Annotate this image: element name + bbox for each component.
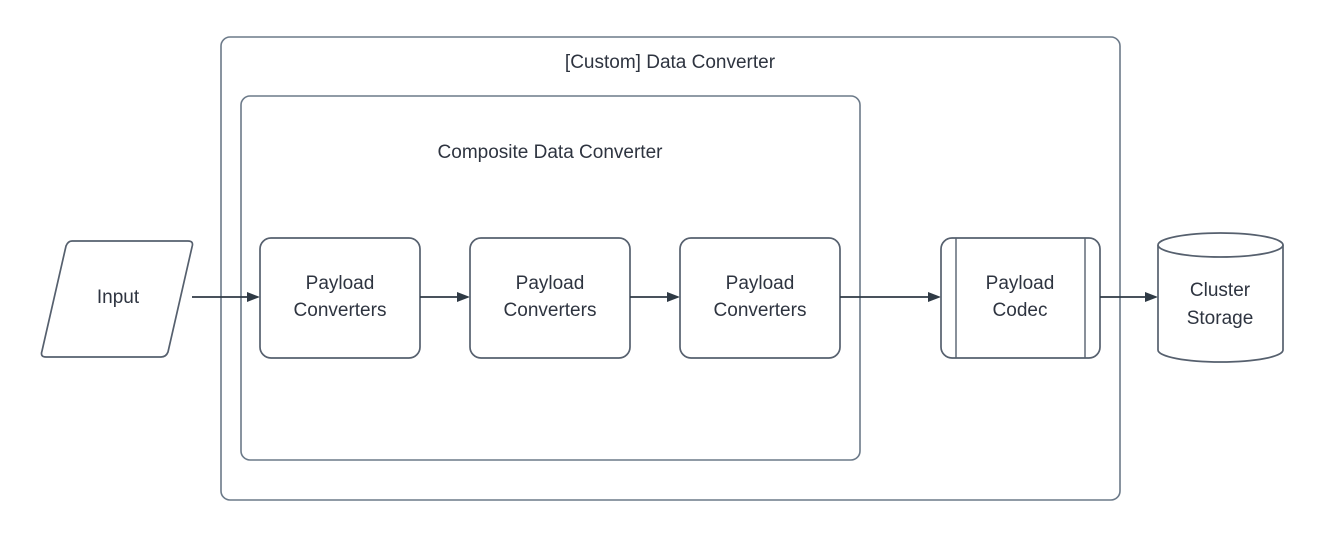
arrowhead-converter-3-to-codec <box>928 292 941 302</box>
node-payload-converters-3[interactable] <box>679 237 841 359</box>
node-payload-converters-2[interactable] <box>469 237 631 359</box>
arrowhead-codec-to-storage <box>1145 292 1158 302</box>
node-payload-converters-2-line1: Payload <box>516 273 585 294</box>
node-payload-converters-1-line1: Payload <box>306 273 375 294</box>
node-payload-converters-3-line1: Payload <box>726 273 795 294</box>
inner-container-title: Composite Data Converter <box>438 142 664 163</box>
arrowhead-converter-2-to-converter-3 <box>667 292 680 302</box>
arrowhead-input-to-converter-1 <box>247 292 260 302</box>
node-input-label: Input <box>97 287 140 308</box>
node-payload-converters-1-line2: Converters <box>294 300 387 321</box>
node-payload-converters-1[interactable] <box>259 237 421 359</box>
outer-container-title: [Custom] Data Converter <box>565 52 776 73</box>
node-payload-codec[interactable] <box>940 237 1101 359</box>
node-cluster-storage-body[interactable] <box>1157 245 1284 363</box>
node-payload-codec-line2: Codec <box>993 300 1048 321</box>
node-payload-converters-3-line2: Converters <box>714 300 807 321</box>
node-payload-codec-line1: Payload <box>986 273 1055 294</box>
node-payload-converters-2-line2: Converters <box>504 300 597 321</box>
node-cluster-storage-top <box>1157 232 1284 258</box>
node-cluster-storage-line2: Storage <box>1187 308 1254 329</box>
arrowhead-converter-1-to-converter-2 <box>457 292 470 302</box>
node-input[interactable] <box>40 240 194 358</box>
node-cluster-storage-line1: Cluster <box>1190 280 1251 301</box>
